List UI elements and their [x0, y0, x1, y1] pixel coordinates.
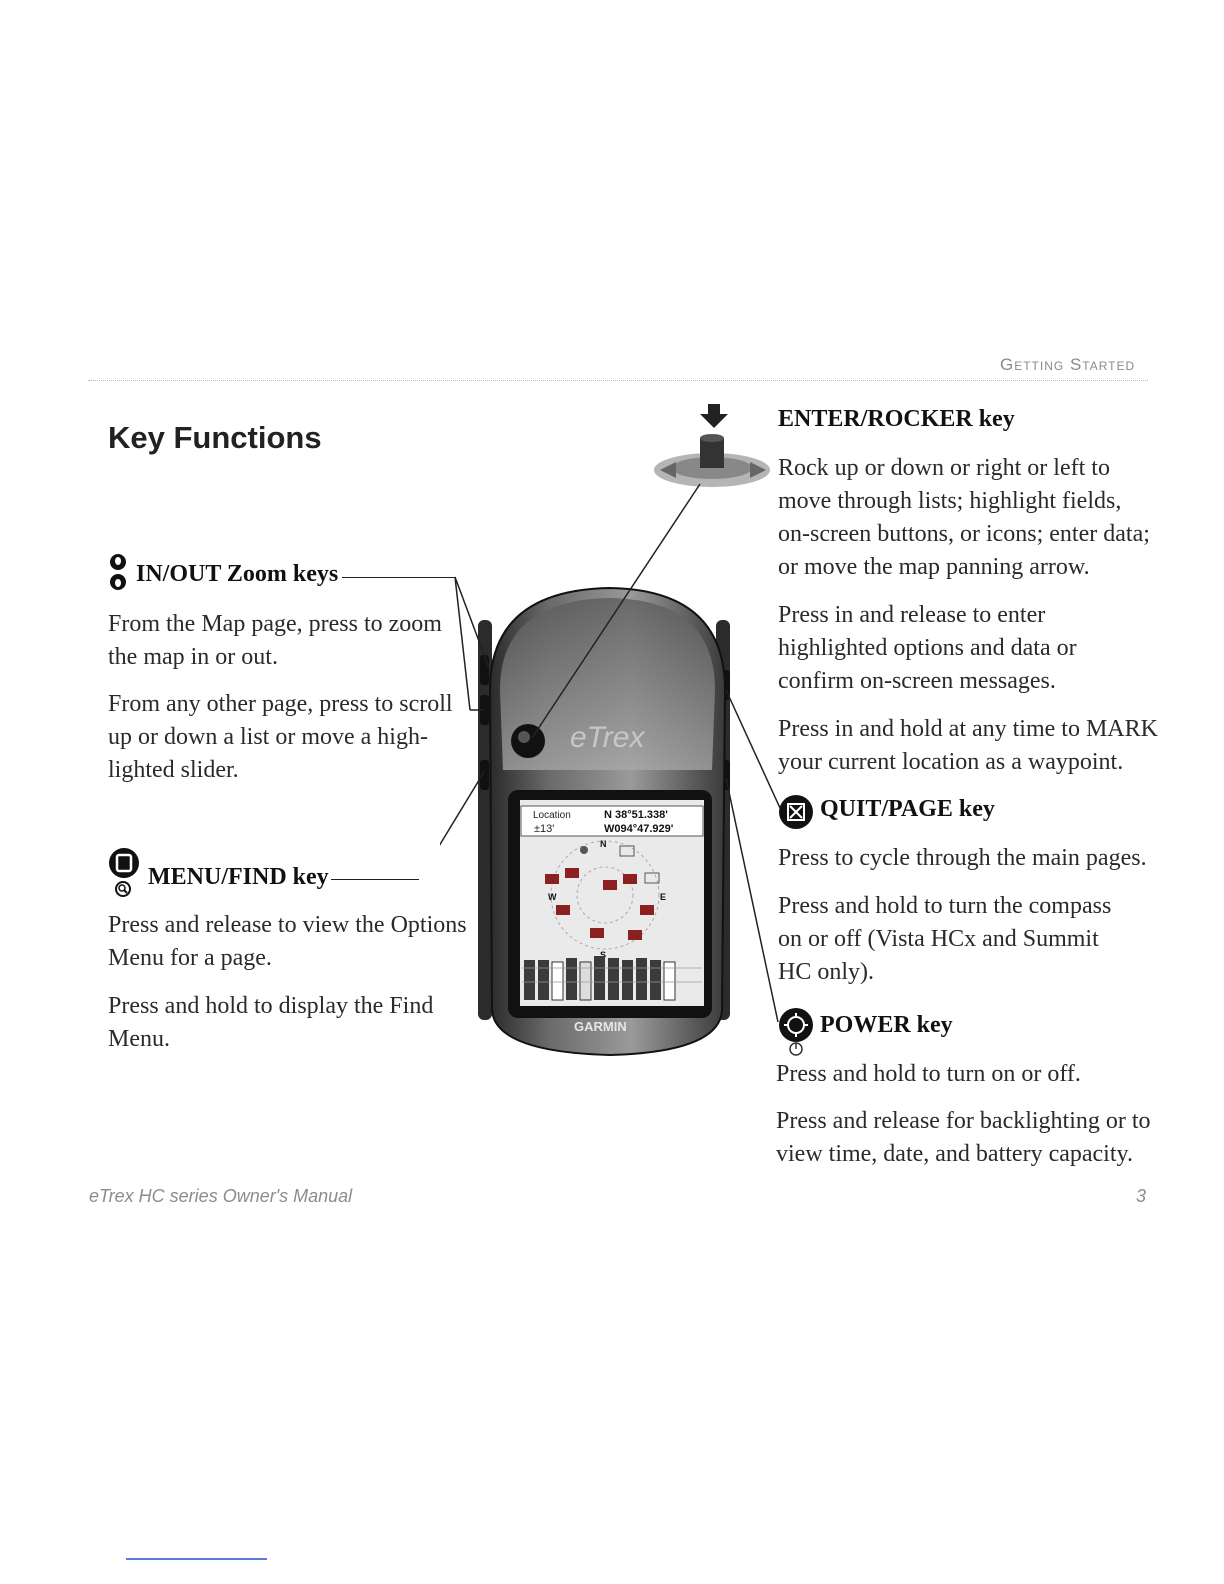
svg-text:N 38°51.338': N 38°51.338': [604, 809, 668, 821]
menu-find-text-1: Press and release to view the Options Me…: [108, 912, 467, 971]
enter-rocker-heading: ENTER/ROCKER key: [778, 406, 1015, 432]
svg-text:N: N: [600, 839, 607, 849]
enter-rocker-text-2: Press in and release to enter highlighte…: [778, 602, 1077, 694]
enter-rocker-text-3: Press in and hold at any time to MARK yo…: [778, 716, 1158, 775]
etrex-device-illustration: eTrex Location ±13' N 38°51.338' W094°47…: [418, 400, 781, 1060]
svg-text:W: W: [548, 892, 557, 902]
zoom-keys-heading: IN/OUT Zoom keys: [136, 561, 339, 587]
menu-find-icon: [108, 846, 144, 898]
zoom-keys-text-1: From the Map page, press to zoom the map…: [108, 611, 442, 670]
svg-text:W094°47.929': W094°47.929': [604, 823, 674, 835]
menu-find-leader: [331, 879, 419, 880]
signal-bars: [522, 956, 702, 1001]
quit-page-icon: [778, 794, 814, 830]
page-title: Key Functions: [108, 420, 322, 455]
bottom-rule: [126, 1558, 267, 1560]
manual-title: eTrex HC series Owner's Manual: [89, 1186, 353, 1206]
svg-text:Location: Location: [533, 810, 571, 821]
enter-rocker-text-1: Rock up or down or right or left to move…: [778, 455, 1150, 580]
garmin-brand: GARMIN: [574, 1019, 627, 1034]
menu-find-heading: MENU/FIND key: [148, 864, 329, 890]
zoom-keys-leader: [342, 577, 455, 578]
quit-page-heading: QUIT/PAGE key: [820, 796, 995, 822]
power-text-2: Press and release for backlighting or to…: [776, 1108, 1151, 1167]
zoom-keys-text-2: From any other page, press to scroll up …: [108, 691, 453, 783]
zoom-keys-icon: [108, 552, 130, 592]
header-rule: [88, 380, 1148, 381]
svg-text:±13': ±13': [534, 823, 554, 835]
page-number: 3: [1136, 1186, 1147, 1206]
etrex-logo: eTrex: [570, 721, 645, 754]
power-text-1: Press and hold to turn on or off.: [776, 1061, 1081, 1087]
quit-page-text-1: Press to cycle through the main pages.: [778, 845, 1147, 871]
rocker-graphic: [654, 404, 770, 487]
power-icon: [778, 1007, 814, 1057]
svg-text:E: E: [660, 892, 666, 902]
power-heading: POWER key: [820, 1012, 953, 1038]
quit-page-text-2: Press and hold to turn the compass on or…: [778, 893, 1112, 985]
bar-labels: 06 09 10 15 16 17 18 21 22 26 29: [524, 1007, 629, 1014]
section-header: Getting Started: [1000, 355, 1136, 374]
svg-text:S: S: [600, 950, 606, 960]
menu-find-text-2: Press and hold to display the Find Menu.: [108, 993, 434, 1052]
